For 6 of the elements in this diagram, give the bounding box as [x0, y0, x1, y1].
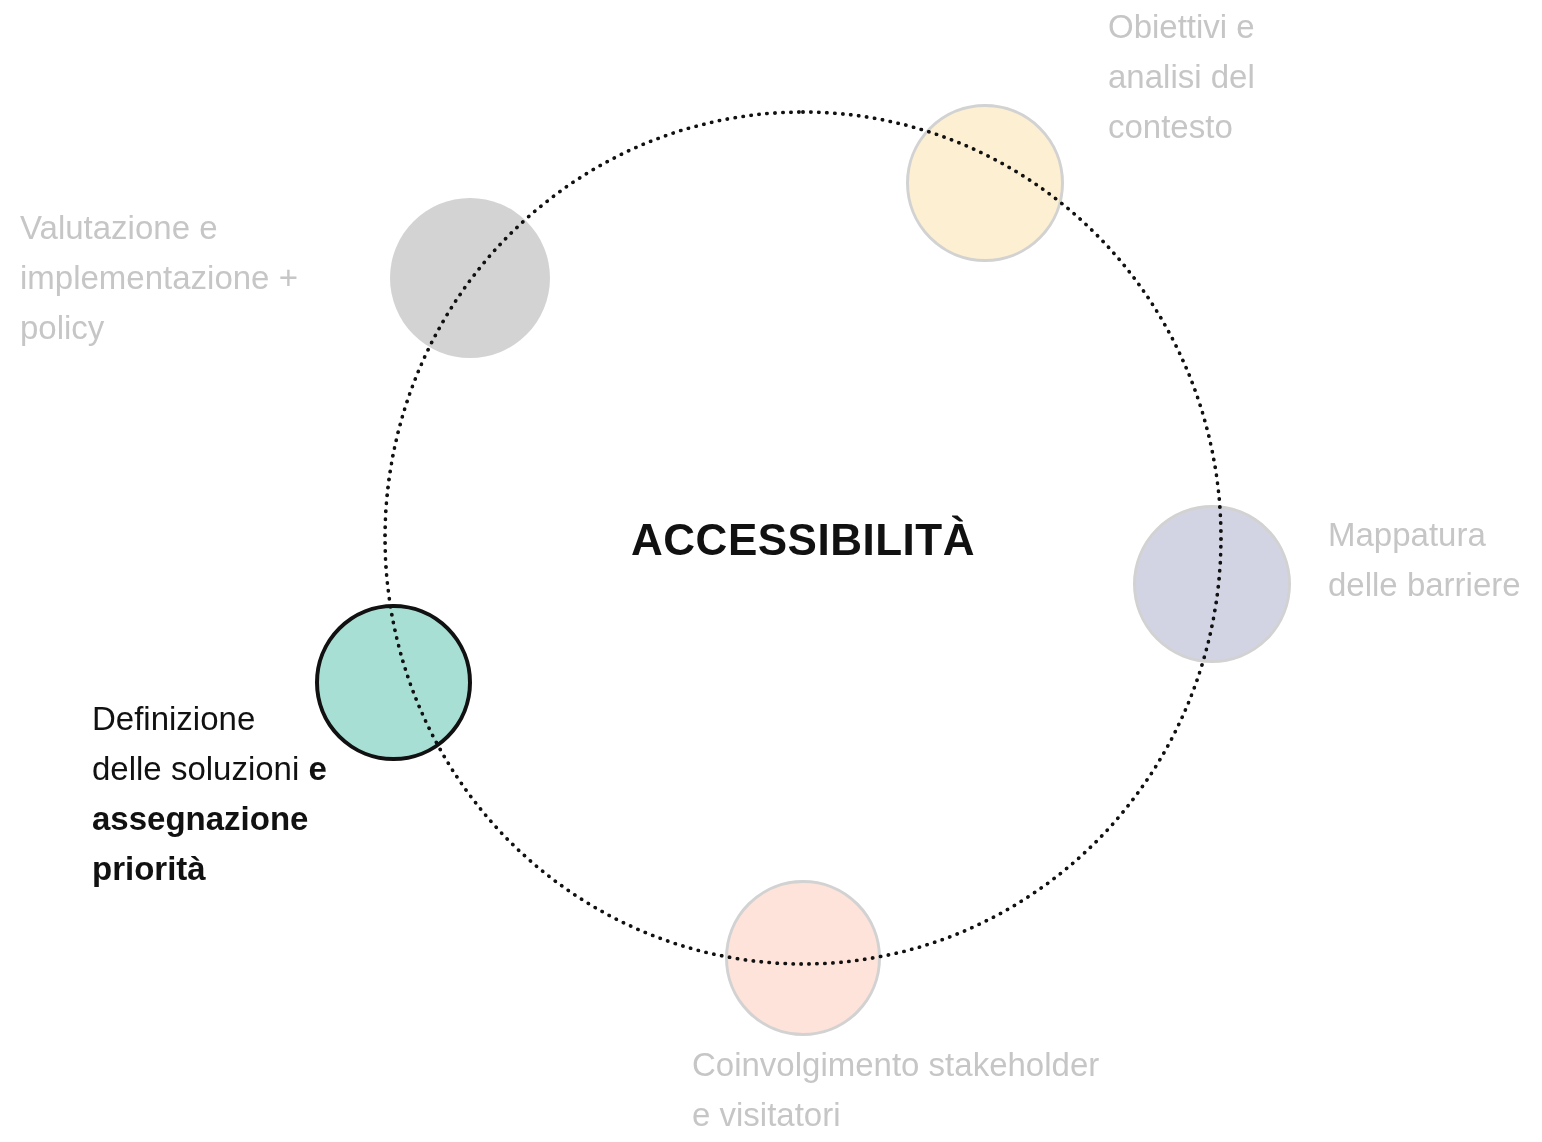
step-label: Mappatura delle barriere — [1328, 515, 1522, 605]
step-label: Definizione delle soluzioni e assegnazione priorità — [92, 699, 328, 889]
center-title: ACCESSIBILITÀ — [631, 515, 975, 565]
step-label: Obiettivi e analisi del contesto — [1108, 7, 1256, 147]
step-label: Valutazione e implementazione + policy — [20, 208, 299, 348]
step-label: Coinvolgimento stakeholder e visitatori — [692, 1045, 1101, 1135]
